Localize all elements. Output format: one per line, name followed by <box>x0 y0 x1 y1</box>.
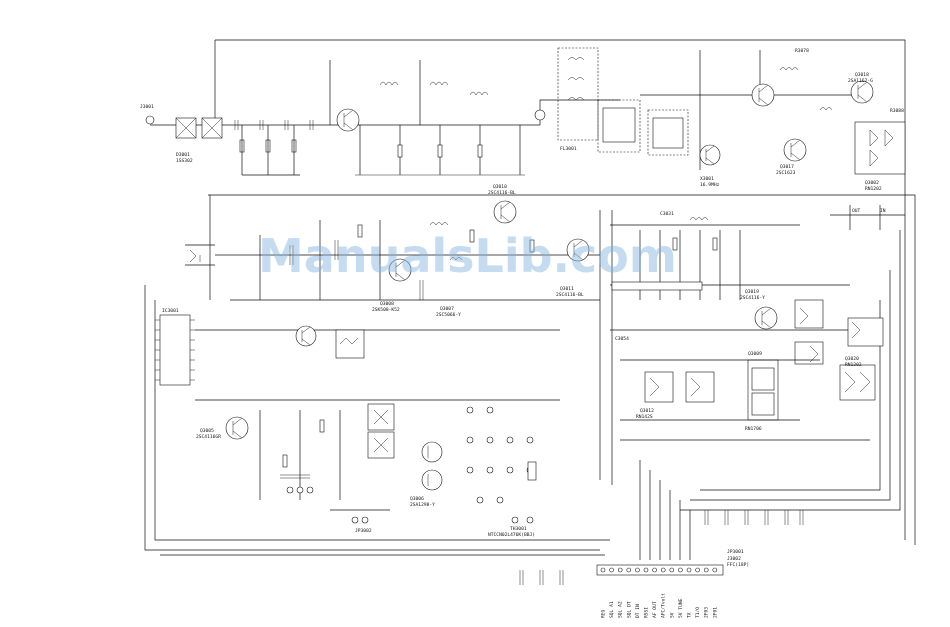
q3002-label: Q3002 <box>865 180 879 186</box>
q3020-label: Q3020 <box>845 356 859 362</box>
connector-pin-label: DT IN <box>635 604 641 618</box>
connector-pin <box>678 567 683 573</box>
q3006-label: Q3006 <box>410 496 424 502</box>
c3031-label: C3031 <box>660 211 674 217</box>
connector-pin-marks <box>600 567 718 573</box>
q3008-label: Q3008 <box>380 301 394 307</box>
q3006-part-label: 2SA1298-Y <box>410 502 435 508</box>
r3078-label: R3078 <box>795 48 809 54</box>
connector-pin-label: 5V TUNE <box>678 598 684 618</box>
connector-pin-label: T1/O <box>695 607 701 618</box>
connector-pin <box>600 567 606 573</box>
j3002-label: J3002 <box>727 556 741 562</box>
q3009-part-label: RN1706 <box>745 426 762 432</box>
connector-pin-label: REG <box>601 609 607 618</box>
x3001-part-label: 16.9MHz <box>700 182 720 188</box>
control-section: Q3019 2SC4116-Y Q3020 RN1202 Q3012 RN142… <box>610 211 884 432</box>
rf-front-end: J3001 D3001 1SS302 FL3001 <box>140 40 689 176</box>
q3002-part-label: RN1202 <box>865 186 882 192</box>
q3010-part-label: 2SC4116-BL <box>488 190 516 196</box>
connector-pin-label: 2F03 <box>704 607 710 618</box>
bottom-decoupling-caps <box>519 510 804 585</box>
connector-pin <box>652 567 657 573</box>
jp3002-label: JP3002 <box>355 528 372 534</box>
connector-pin-label: AFC/Tvolt <box>661 593 667 618</box>
q3012-part-label: RN142S <box>636 414 653 420</box>
connector-pin <box>686 567 692 573</box>
x3001-label: X3001 <box>700 176 714 182</box>
ic3001: IC3001 <box>155 308 195 386</box>
connector-pin <box>660 567 666 573</box>
watermark: ManualsLib.com <box>258 229 677 283</box>
connector-pin <box>712 567 718 573</box>
q3019-part-label: 2SC4116-Y <box>740 295 765 301</box>
connector-pin <box>609 567 614 573</box>
q3012-label: Q3012 <box>640 408 654 414</box>
c3054-label: C3054 <box>615 336 629 342</box>
connector-pin-label: SQL A1 <box>609 601 615 618</box>
in-label: IN <box>880 208 886 214</box>
q3018-part-label: 2SA1162-G <box>848 78 873 84</box>
connector-pin <box>617 567 623 573</box>
connector-pin-label: TX <box>687 612 693 618</box>
q3011-label: Q3011 <box>560 286 574 292</box>
mid-amplifier-section: Q3010 2SC4116-BL Q3011 2SC4116-BL Q3008 … <box>185 184 600 318</box>
audio-section: Q3005 2SC4116GR Q3006 2SA1298-Y JP3002 <box>195 325 560 538</box>
q3005-part-label: 2SC4116GR <box>196 434 221 440</box>
d3001-part-label: 1SS302 <box>176 158 193 164</box>
r3088-label: R3088 <box>890 108 904 114</box>
ic3001-label: IC3001 <box>162 308 179 314</box>
q3017-label: Q3017 <box>780 164 794 170</box>
connector-pin <box>626 567 632 573</box>
q3018-label: Q3018 <box>855 72 869 78</box>
q3020-part-label: RN1202 <box>845 362 862 368</box>
j3002-part-label: FFC(18P) <box>727 562 749 568</box>
q3019-label: Q3019 <box>745 289 759 295</box>
connector-pin <box>635 567 640 573</box>
q3017-part-label: 2SC1623 <box>776 170 796 176</box>
connector-pin-label: RSSI <box>644 607 650 618</box>
ant-connector-label: J3001 <box>140 104 154 110</box>
connector-pin-label: SQL DT <box>626 601 632 618</box>
q3007-part-label: 2SC5066-Y <box>436 312 461 318</box>
q3011-part-label: 2SC4116-BL <box>556 292 584 298</box>
thermistor-label: TH3001 <box>510 526 527 532</box>
test-terminals <box>466 406 534 524</box>
jp3001-label: JP3001 <box>727 549 744 555</box>
connector-pin-label: 5V <box>669 612 675 618</box>
thermistor-part-label: NTCCN02L476K(BBJ) <box>488 532 535 538</box>
q3005-label: Q3005 <box>200 428 214 434</box>
fl3001-label: FL3001 <box>560 146 577 152</box>
q3010-label: Q3010 <box>493 184 507 190</box>
q3008-part-label: 2SK508-K52 <box>372 307 400 313</box>
connector-pin <box>669 567 675 573</box>
connector-pin-label: SQL A2 <box>618 601 624 618</box>
d3001-label: D3001 <box>176 152 190 158</box>
q3007-label: Q3007 <box>440 306 454 312</box>
connector-pin <box>703 567 709 573</box>
if-oscillator-section: Q3018 2SA1162-G Q3017 2SC1623 X3001 16.9… <box>640 48 906 230</box>
connector-pin <box>643 567 649 573</box>
q3009-label: Q3009 <box>748 351 762 357</box>
connector-pin-label: 2F01 <box>712 607 718 618</box>
connector-pin <box>695 567 700 573</box>
connector-pin-label: AF OUT <box>652 601 658 618</box>
out-label: OUT <box>852 208 861 214</box>
